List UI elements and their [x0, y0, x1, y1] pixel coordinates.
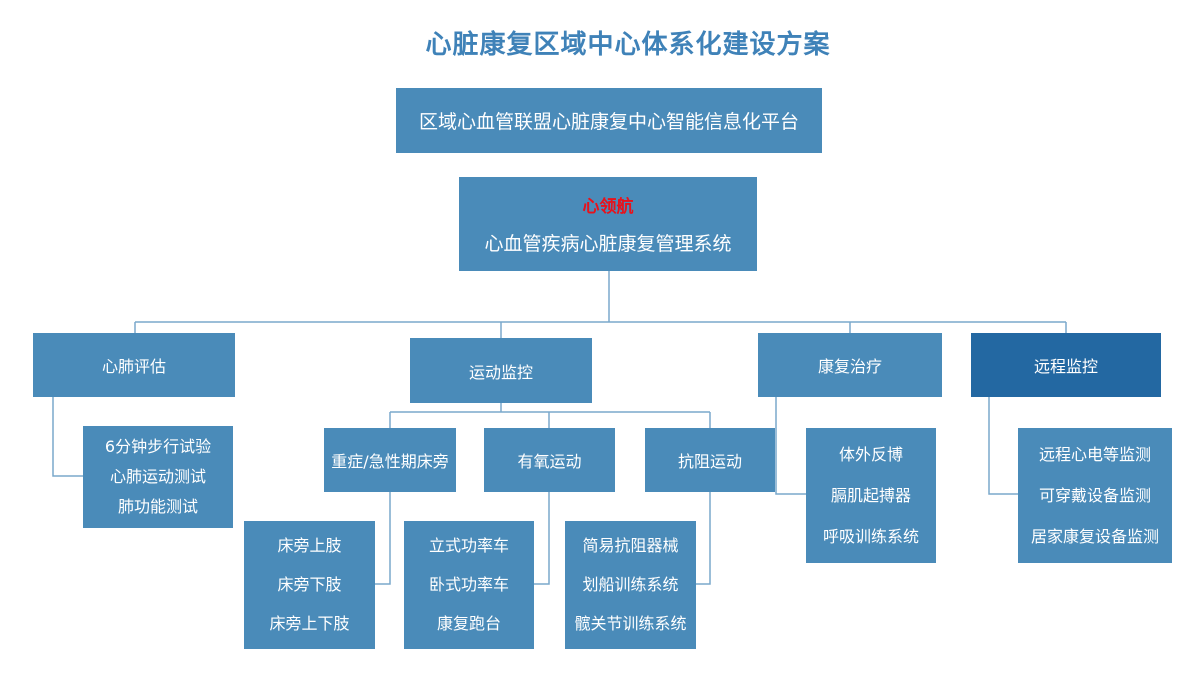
remote-monitor-box: 远程监控 — [971, 333, 1161, 397]
list-item: 卧式功率车 — [428, 574, 509, 594]
diagram-title: 心脏康复区域中心体系化建设方案 — [425, 30, 831, 60]
list-item: 划船训练系统 — [582, 574, 679, 594]
rehab-treatment-box: 康复治疗 — [758, 333, 942, 397]
system-box: 心领航 心血管疾病心脏康复管理系统 — [459, 177, 757, 271]
list-item: 居家康复设备监测 — [1030, 526, 1159, 546]
rehab-treatment-list: 体外反博 膈肌起搏器 呼吸训练系统 — [806, 428, 936, 563]
list-item: 6分钟步行试验 — [104, 437, 212, 456]
list-item: 膈肌起搏器 — [830, 485, 911, 505]
list-item: 简易抗阻器械 — [582, 536, 679, 556]
critical-bedside-box: 重症/急性期床旁 — [324, 428, 456, 492]
list-item: 髋关节训练系统 — [574, 613, 687, 633]
system-name: 心血管疾病心脏康复管理系统 — [484, 233, 732, 255]
list-item: 床旁下肢 — [277, 574, 342, 594]
platform-box: 区域心血管联盟心脏康复中心智能信息化平台 — [396, 88, 822, 153]
list-item: 呼吸训练系统 — [822, 526, 919, 546]
cardio-eval-box: 心肺评估 — [33, 333, 235, 397]
list-item: 远程心电等监测 — [1038, 444, 1151, 464]
list-item: 可穿戴设备监测 — [1038, 485, 1151, 505]
aerobic-list: 立式功率车 卧式功率车 康复跑台 — [404, 521, 534, 649]
remote-monitor-list: 远程心电等监测 可穿戴设备监测 居家康复设备监测 — [1018, 428, 1172, 563]
list-item: 床旁上下肢 — [269, 613, 350, 633]
cardio-eval-list: 6分钟步行试验 心肺运动测试 肺功能测试 — [83, 426, 233, 528]
list-item: 肺功能测试 — [117, 497, 198, 516]
exercise-monitor-box: 运动监控 — [410, 338, 592, 403]
list-item: 心肺运动测试 — [109, 467, 206, 486]
resistance-list: 简易抗阻器械 划船训练系统 髋关节训练系统 — [565, 521, 696, 649]
critical-bedside-list: 床旁上肢 床旁下肢 床旁上下肢 — [244, 521, 375, 649]
aerobic-box: 有氧运动 — [484, 428, 615, 492]
platform-label: 区域心血管联盟心脏康复中心智能信息化平台 — [418, 111, 799, 133]
resistance-box: 抗阻运动 — [645, 428, 775, 492]
list-item: 床旁上肢 — [277, 536, 342, 556]
list-item: 康复跑台 — [436, 613, 501, 633]
list-item: 立式功率车 — [428, 536, 509, 556]
system-brand: 心领航 — [582, 197, 634, 217]
list-item: 体外反博 — [838, 444, 903, 464]
